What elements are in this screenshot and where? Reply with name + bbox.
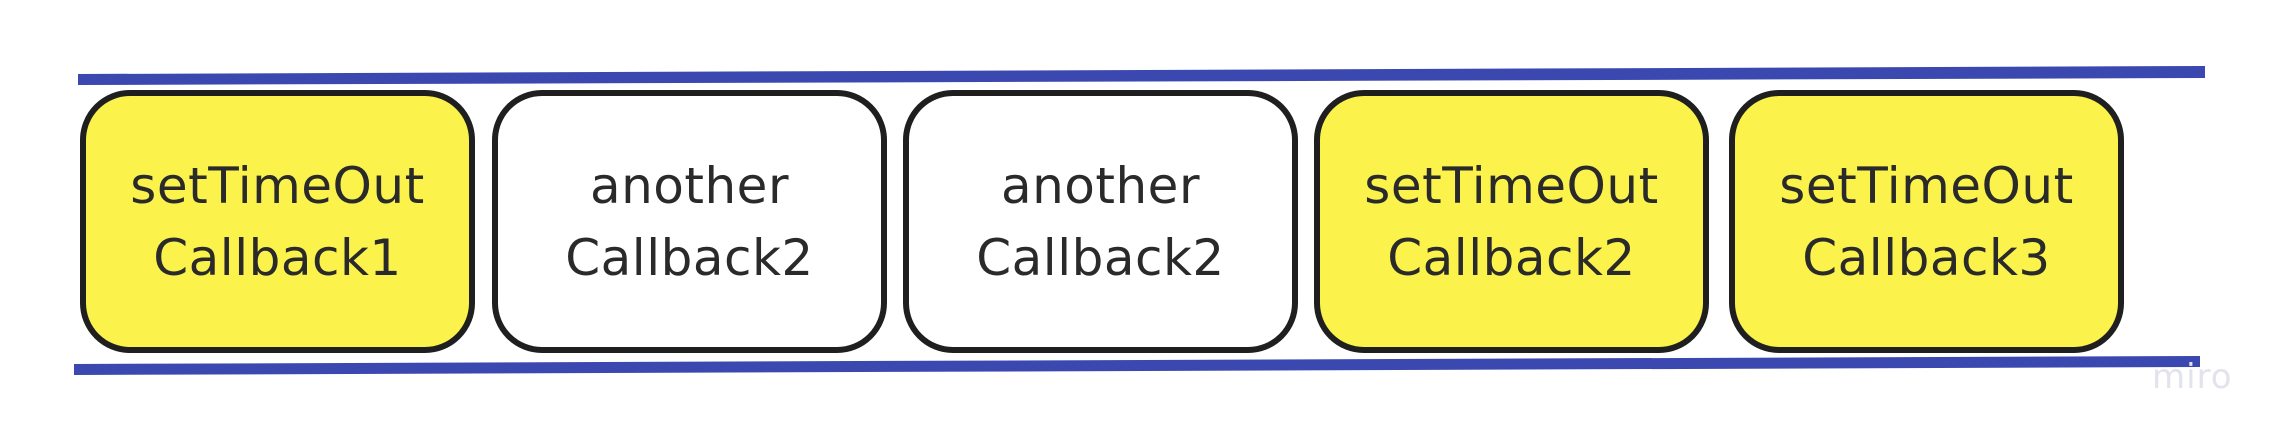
miro-watermark: miro (2152, 357, 2233, 397)
queue-item-line1: setTimeOut (1779, 156, 2074, 215)
queue-item-line1: setTimeOut (1364, 156, 1659, 215)
queue-item-line2: Callback2 (976, 228, 1225, 287)
queue-item-another-callback2-second: another Callback2 (903, 90, 1298, 353)
queue-item-settimeout-callback1: setTimeOut Callback1 (80, 90, 475, 353)
queue-item-line2: Callback2 (565, 228, 814, 287)
queue-top-rail (78, 66, 2205, 85)
queue-item-line2: Callback2 (1387, 228, 1636, 287)
queue-item-line2: Callback1 (153, 228, 402, 287)
queue-item-line2: Callback3 (1802, 228, 2051, 287)
queue-item-line1: another (589, 156, 790, 215)
queue-item-settimeout-callback2: setTimeOut Callback2 (1314, 90, 1709, 353)
queue-item-line1: setTimeOut (130, 156, 425, 215)
queue-bottom-rail (74, 356, 2200, 375)
queue-item-settimeout-callback3: setTimeOut Callback3 (1729, 90, 2124, 353)
queue-item-another-callback2: another Callback2 (492, 90, 887, 353)
queue-item-line1: another (1000, 156, 1201, 215)
